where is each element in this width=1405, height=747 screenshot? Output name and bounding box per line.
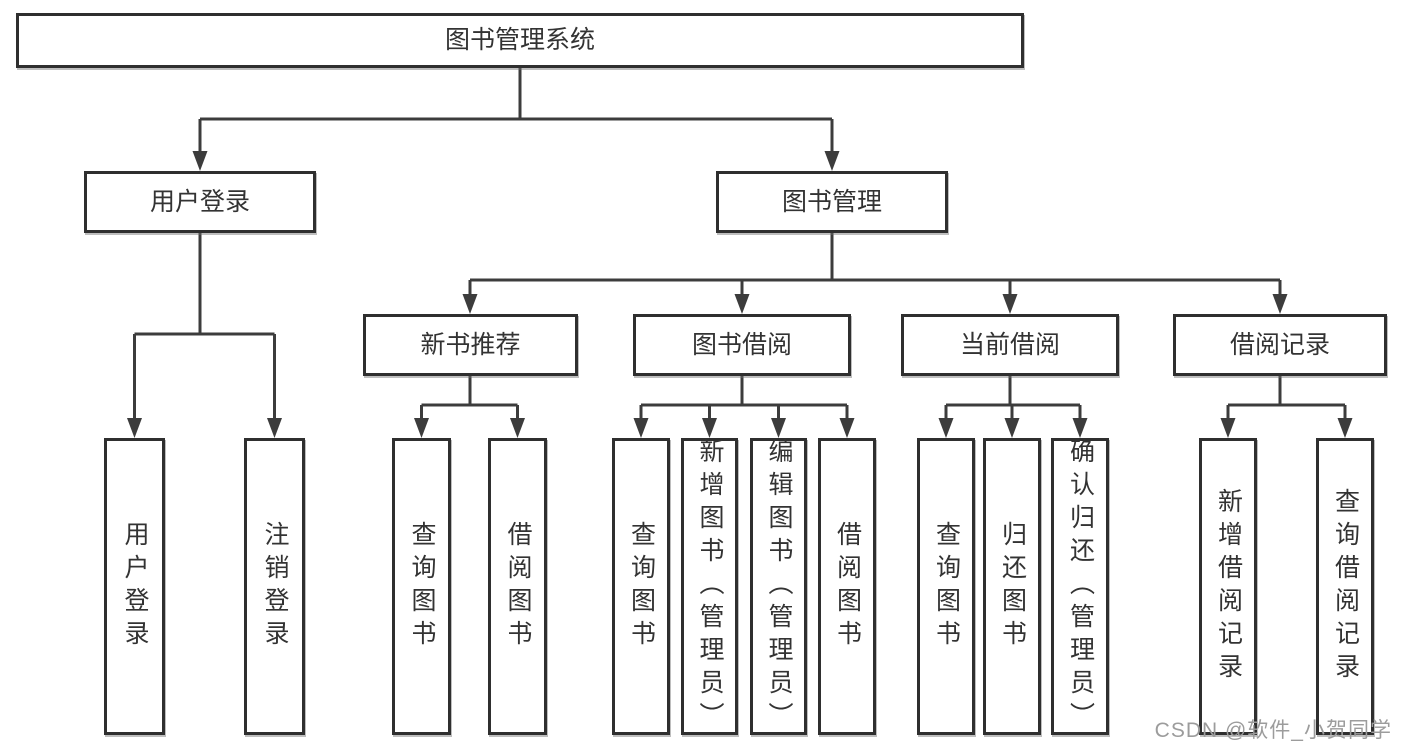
node-label: 确认归还（管理员）: [1066, 438, 1095, 735]
leaf-return-books: 归还图书: [983, 438, 1041, 735]
node-label: 图书管理系统: [444, 26, 595, 54]
leaf-user-login: 用户登录: [104, 438, 165, 735]
leaf-query-borrow-record: 查询借阅记录: [1316, 438, 1374, 735]
node-label: 新增图书（管理员）: [696, 438, 724, 735]
node-label: 查询图书: [408, 520, 436, 653]
leaf-borrow-books-borrowing: 借阅图书: [818, 438, 876, 735]
node-label: 图书借阅: [691, 330, 792, 359]
node-new-book-recommend: 新书推荐: [363, 314, 578, 376]
node-book-management-branch: 图书管理: [716, 171, 948, 233]
node-label: 用户登录: [149, 187, 250, 216]
node-label: 用户登录: [121, 520, 149, 653]
node-label: 归还图书: [998, 520, 1027, 653]
node-label: 查询图书: [627, 520, 656, 653]
node-library-management-system: 图书管理系统: [16, 13, 1024, 68]
leaf-add-borrow-record: 新增借阅记录: [1199, 438, 1257, 735]
node-label: 注销登录: [261, 520, 289, 653]
node-borrowing-records: 借阅记录: [1173, 314, 1387, 376]
node-label: 当前借阅: [959, 330, 1060, 359]
leaf-query-books-borrowing: 查询图书: [612, 438, 670, 735]
leaf-query-books-current: 查询图书: [917, 438, 975, 735]
node-label: 新书推荐: [420, 330, 521, 359]
node-label: 查询借阅记录: [1331, 487, 1360, 686]
leaf-add-book-admin: 新增图书（管理员）: [681, 438, 738, 735]
node-label: 借阅图书: [833, 520, 862, 653]
leaf-borrow-books-recommend: 借阅图书: [488, 438, 547, 735]
node-label: 借阅记录: [1229, 330, 1330, 359]
leaf-query-books-recommend: 查询图书: [392, 438, 451, 735]
node-label: 查询图书: [932, 520, 961, 653]
leaf-edit-book-admin: 编辑图书（管理员）: [750, 438, 807, 735]
node-label: 新增借阅记录: [1214, 487, 1243, 686]
leaf-confirm-return-admin: 确认归还（管理员）: [1051, 438, 1109, 735]
node-book-borrowing: 图书借阅: [633, 314, 851, 376]
leaf-logout: 注销登录: [244, 438, 305, 735]
node-current-borrowing: 当前借阅: [901, 314, 1119, 376]
node-label: 编辑图书（管理员）: [765, 438, 793, 735]
node-label: 图书管理: [781, 187, 882, 216]
node-user-login-branch: 用户登录: [84, 171, 316, 233]
csdn-watermark: CSDN @软件_小贺同学: [1154, 719, 1392, 742]
node-label: 借阅图书: [504, 520, 532, 653]
